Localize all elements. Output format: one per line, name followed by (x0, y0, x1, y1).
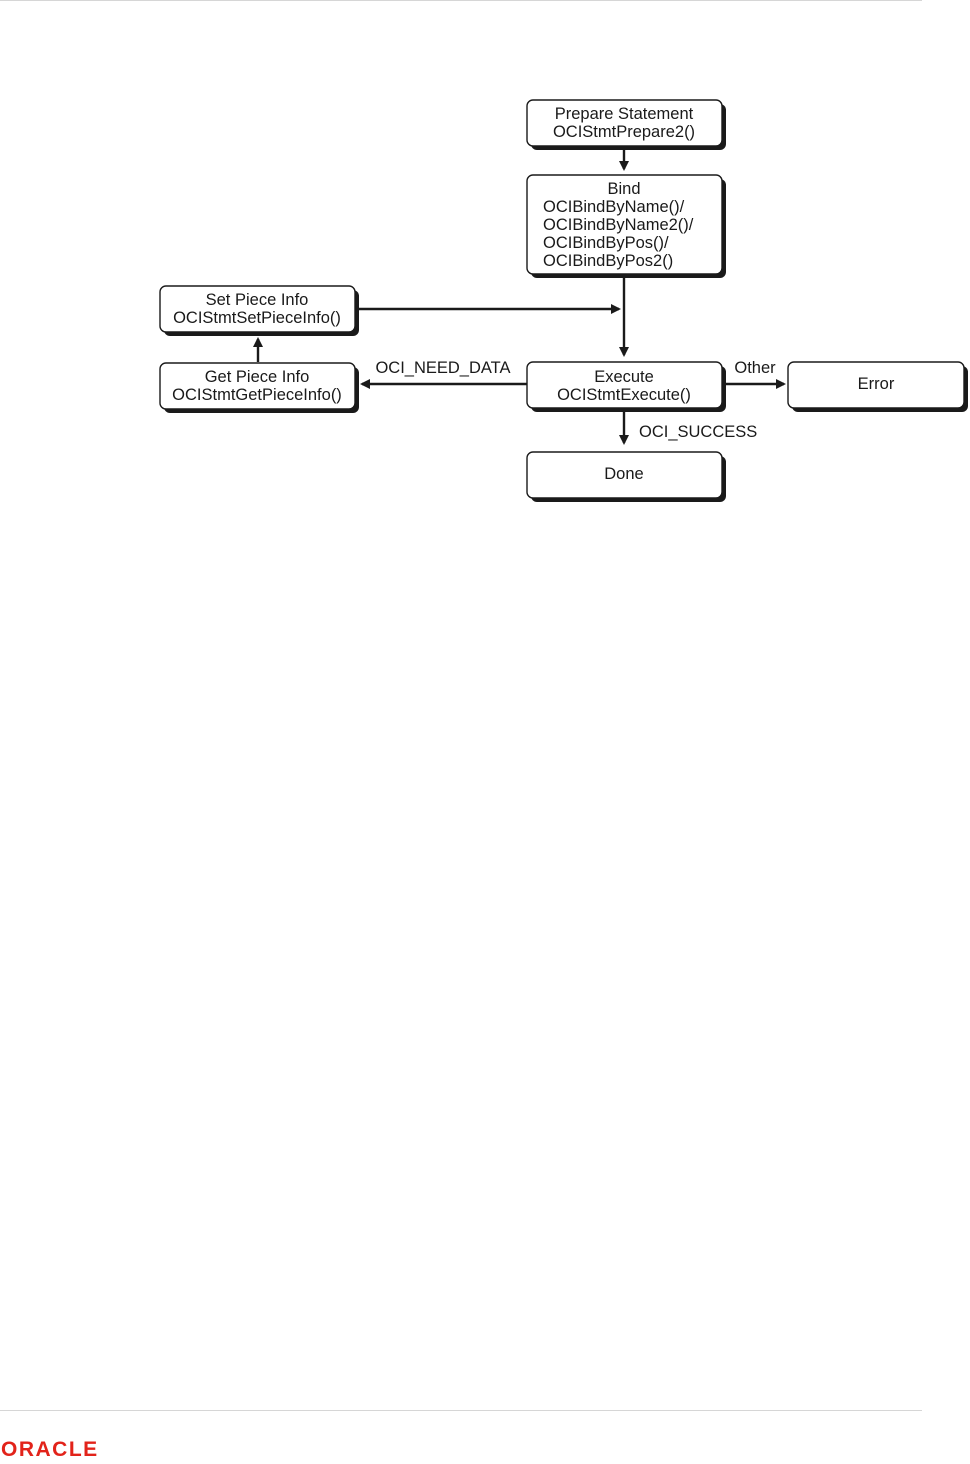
node-text: Error (858, 375, 895, 393)
node-text: OCIStmtGetPieceInfo() (172, 386, 342, 404)
node-bind: Bind OCIBindByName()/ OCIBindByName2()/ … (526, 174, 726, 278)
node-text: Prepare Statement (555, 105, 694, 123)
node-text: OCIBindByPos2() (543, 252, 673, 270)
edge-label-oci-success: OCI_SUCCESS (639, 423, 757, 441)
node-text: Done (604, 465, 643, 483)
node-text: OCIBindByName2()/ (543, 216, 694, 234)
oracle-logo-text: ORACLE (1, 1438, 99, 1461)
footer-rule (0, 1410, 922, 1411)
node-text: OCIStmtSetPieceInfo() (173, 309, 341, 327)
node-text: Set Piece Info (206, 291, 309, 309)
node-text: OCIBindByPos()/ (543, 234, 669, 252)
oci-piecewise-execution-flowchart: OCI_NEED_DATA Other OCI_SUCCESS Prepare … (159, 99, 968, 502)
node-done: Done (526, 451, 726, 502)
node-text: OCIBindByName()/ (543, 198, 685, 216)
header-rule (0, 0, 922, 1)
node-text: Bind (607, 180, 640, 198)
oracle-logo: ORACLE (1, 1438, 99, 1461)
node-text: Execute (594, 368, 654, 386)
node-execute: Execute OCIStmtExecute() (526, 361, 726, 412)
node-prepare-statement: Prepare Statement OCIStmtPrepare2() (526, 99, 726, 150)
node-set-piece-info: Set Piece Info OCIStmtSetPieceInfo() (159, 285, 359, 336)
node-text: OCIStmtPrepare2() (553, 123, 695, 141)
edge-label-oci-need-data: OCI_NEED_DATA (375, 359, 510, 377)
node-text: Get Piece Info (205, 368, 310, 386)
node-error: Error (787, 361, 968, 412)
node-text: OCIStmtExecute() (557, 386, 691, 404)
node-get-piece-info: Get Piece Info OCIStmtGetPieceInfo() (159, 362, 359, 413)
edge-label-other: Other (734, 359, 776, 377)
